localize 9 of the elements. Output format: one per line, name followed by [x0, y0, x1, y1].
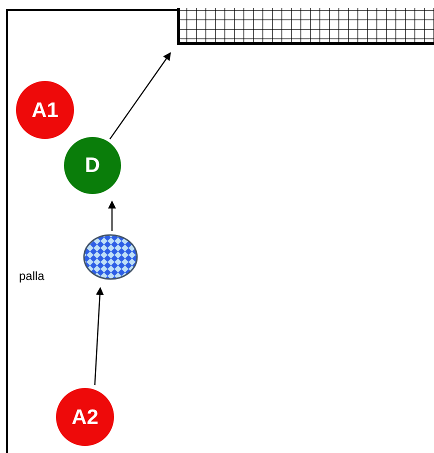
arrow	[108, 200, 116, 231]
player-label: A1	[32, 100, 58, 120]
player-label: D	[84, 155, 100, 176]
player-label: A2	[72, 406, 98, 428]
goal-net-drawing	[177, 8, 434, 45]
ball-ellipse	[83, 234, 138, 280]
ball-label: palla	[19, 268, 44, 285]
arrow	[94, 286, 104, 386]
arrow	[109, 52, 171, 140]
